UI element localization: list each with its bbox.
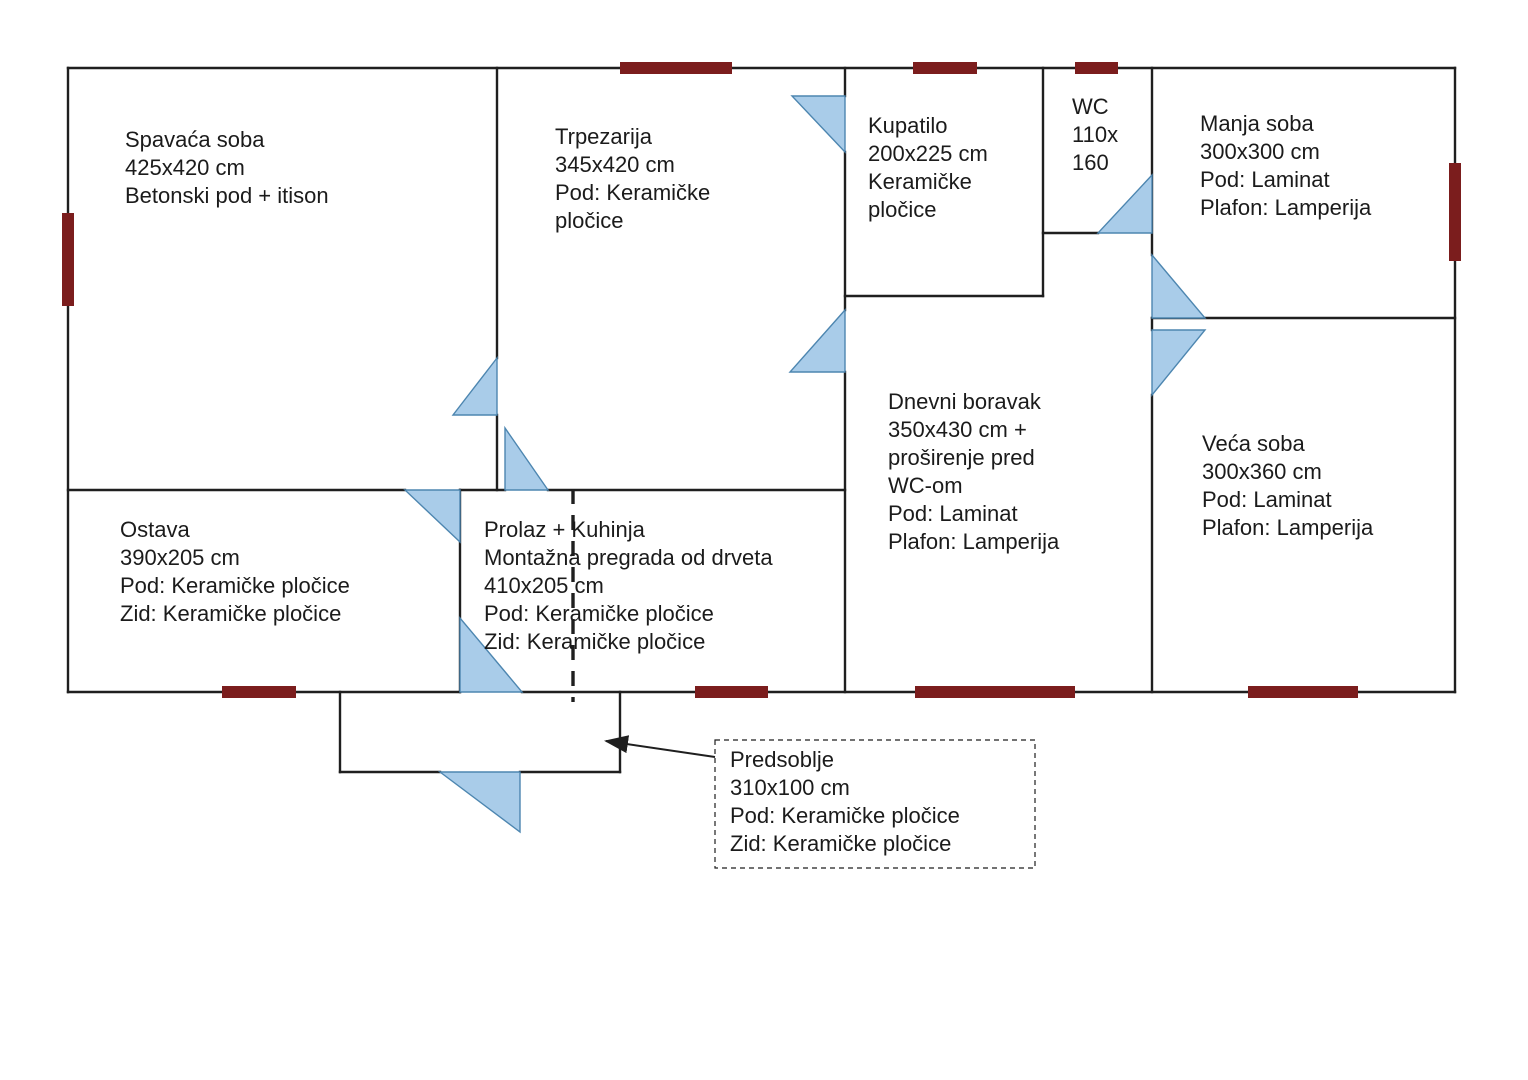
room-detail: pločice [868,197,937,222]
room-detail: Montažna pregrada od drveta [484,545,773,570]
room-name: Ostava [120,517,190,542]
room-size: 300x300 cm [1200,139,1320,164]
room-detail: Keramičke [868,169,972,194]
room-label-dnevni-boravak: Dnevni boravak 350x430 cm + proširenje p… [888,388,1059,556]
room-label-predsoblje: Predsoblje 310x100 cm Pod: Keramičke plo… [730,746,960,858]
room-detail: pločice [555,208,624,233]
window-marker [913,62,977,74]
room-size: proširenje pred [888,445,1035,470]
room-detail: Plafon: Lamperija [1202,515,1374,540]
room-detail: Zid: Keramičke pločice [120,601,342,626]
room-label-manja-soba: Manja soba 300x300 cm Pod: Laminat Plafo… [1200,110,1371,222]
room-size: 200x225 cm [868,141,988,166]
room-name: Prolaz + Kuhinja [484,517,645,542]
room-detail: Pod: Keramičke [555,180,711,205]
room-name: Dnevni boravak [888,389,1041,414]
room-detail: Zid: Keramičke pločice [484,629,706,654]
room-name: Spavaća soba [125,127,265,152]
room-size: 350x430 cm + [888,417,1027,442]
room-label-ostava: Ostava 390x205 cm Pod: Keramičke pločice… [120,516,350,628]
window-marker [915,686,1075,698]
room-size: 300x360 cm [1202,459,1322,484]
room-name: Predsoblje [730,747,834,772]
door-swing-triangle [788,308,846,373]
room-detail: Pod: Laminat [1202,487,1332,512]
room-size: 390x205 cm [120,545,240,570]
door-swing-triangle [1151,253,1207,319]
room-name: Veća soba [1202,431,1305,456]
room-detail: Zid: Keramičke pločice [730,831,952,856]
room-size: 160 [1072,150,1109,175]
room-size: 310x100 cm [730,775,850,800]
window-marker [620,62,732,74]
room-detail: Pod: Keramičke pločice [730,803,960,828]
window-marker [695,686,768,698]
room-size: WC-om [888,473,963,498]
window-markers [62,62,1461,698]
door-swing-triangle [437,771,521,834]
room-detail: Plafon: Lamperija [888,529,1060,554]
door-swing-triangle [1096,173,1153,234]
room-label-trpezarija: Trpezarija 345x420 cm Pod: Keramičke plo… [555,123,710,235]
predsoblje-label-box [714,739,1036,869]
window-marker [1449,163,1461,261]
window-marker [1075,62,1118,74]
door-swing-triangle [790,95,846,154]
door-swings [403,95,1207,834]
room-name: WC [1072,94,1109,119]
room-name: Trpezarija [555,124,652,149]
room-detail: Pod: Laminat [888,501,1018,526]
room-label-wc: WC 110x 160 [1072,93,1118,177]
window-marker [1248,686,1358,698]
room-size: 425x420 cm [125,155,245,180]
room-size: 110x [1072,122,1119,147]
room-name: Kupatilo [868,113,948,138]
room-detail: Pod: Keramičke pločice [120,573,350,598]
window-marker [222,686,296,698]
room-label-prolaz-kuhinja: Prolaz + Kuhinja Montažna pregrada od dr… [484,516,773,656]
door-swing-triangle [1151,329,1207,397]
door-swing-triangle [459,616,524,693]
room-size: 345x420 cm [555,152,675,177]
room-detail: Pod: Laminat [1200,167,1330,192]
room-label-veca-soba: Veća soba 300x360 cm Pod: Laminat Plafon… [1202,430,1373,542]
room-label-kupatilo: Kupatilo 200x225 cm Keramičke pločice [868,112,988,224]
room-name: Manja soba [1200,111,1314,136]
room-detail: Pod: Keramičke pločice [484,601,714,626]
door-swing-triangle [403,489,461,544]
room-size: 410x205 cm [484,573,604,598]
room-detail: Plafon: Lamperija [1200,195,1372,220]
door-swing-triangle [504,425,550,491]
annotation-arrow-icon [604,735,716,758]
window-marker [62,213,74,306]
room-label-spavaca-soba: Spavaća soba 425x420 cm Betonski pod + i… [125,126,329,210]
room-detail: Betonski pod + itison [125,183,329,208]
door-swing-triangle [451,355,498,416]
